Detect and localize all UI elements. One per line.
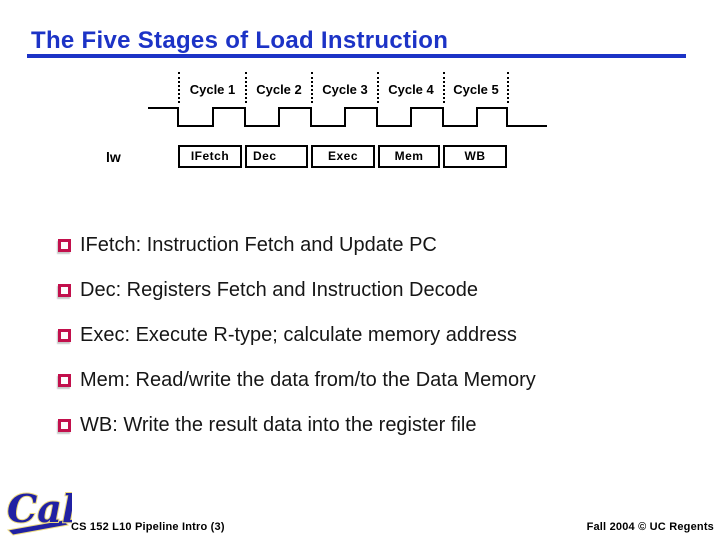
cycle-boundary-line (377, 72, 379, 103)
bullet-text: Mem: Read/write the data from/to the Dat… (80, 369, 536, 391)
cycle-label-4: Cycle 4 (388, 82, 434, 97)
stage-box-dec: Dec (245, 145, 308, 168)
cal-logo: Cal (6, 485, 72, 536)
cycle-boundary-line (507, 72, 509, 103)
square-bullet-icon (58, 239, 71, 252)
stage-box-ifetch: IFetch (178, 145, 242, 168)
square-bullet-icon (58, 374, 71, 387)
stage-box-wb: WB (443, 145, 507, 168)
bullet-item: Dec: Registers Fetch and Instruction Dec… (58, 278, 478, 302)
bullet-item: WB: Write the result data into the regis… (58, 413, 476, 437)
bullet-text: WB: Write the result data into the regis… (80, 414, 477, 436)
bullet-text: Exec: Execute R-type; calculate memory a… (80, 324, 517, 346)
square-bullet-icon (58, 329, 71, 342)
cycle-label-2: Cycle 2 (256, 82, 302, 97)
bullet-item: IFetch: Instruction Fetch and Update PC (58, 233, 437, 257)
footer-course-label: CS 152 L10 Pipeline Intro (3) (71, 521, 225, 533)
bullet-item: Exec: Execute R-type; calculate memory a… (58, 323, 517, 347)
bullet-text: Dec: Registers Fetch and Instruction Dec… (80, 279, 478, 301)
cycle-boundary-line (311, 72, 313, 103)
cycle-boundary-line (245, 72, 247, 103)
cycle-label-1: Cycle 1 (189, 82, 236, 97)
footer-copyright: Fall 2004 © UC Regents (586, 521, 714, 533)
stage-box-mem: Mem (378, 145, 440, 168)
clock-waveform (148, 107, 547, 127)
cycle-label-3: Cycle 3 (322, 82, 368, 97)
page-title: The Five Stages of Load Instruction (31, 27, 449, 54)
bullet-text: IFetch: Instruction Fetch and Update PC (80, 234, 437, 256)
title-underline (27, 54, 686, 58)
cycle-boundary-line (443, 72, 445, 103)
cycle-label-5: Cycle 5 (453, 82, 499, 97)
cal-logo-text: Cal (7, 486, 72, 531)
square-bullet-icon (58, 284, 71, 297)
stage-box-exec: Exec (311, 145, 375, 168)
square-bullet-icon (58, 419, 71, 432)
bullet-item: Mem: Read/write the data from/to the Dat… (58, 368, 536, 392)
cycle-boundary-line (178, 72, 180, 103)
instruction-label: lw (106, 149, 121, 165)
